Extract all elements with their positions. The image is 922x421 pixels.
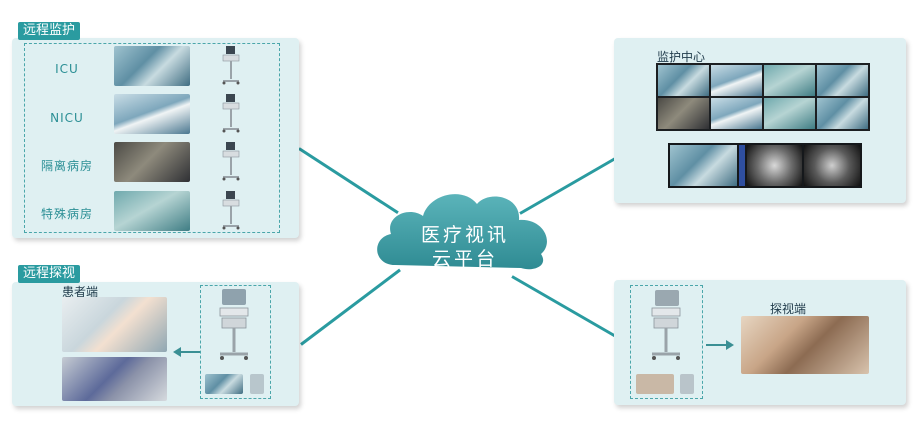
- isolation-ward-photo: [114, 142, 190, 182]
- patient-thumbnail: [205, 374, 243, 394]
- cart-screen-photo: [222, 289, 246, 305]
- cloud-title-line1: 医疗视讯: [420, 224, 509, 246]
- special-ward-photo: [114, 191, 190, 231]
- video-tile: [711, 98, 762, 129]
- scan-divider: [738, 145, 745, 186]
- scan-image: [804, 145, 860, 186]
- video-tile: [764, 65, 815, 96]
- arrow-head-left-icon: [173, 347, 181, 357]
- cart-icon: [222, 191, 240, 230]
- video-tile: [658, 98, 709, 129]
- patient-cart-frame: [200, 285, 271, 399]
- row-label-special-ward: 特殊病房: [40, 207, 93, 221]
- nicu-photo: [114, 94, 190, 134]
- cloud-title-line2: 云平台: [431, 248, 498, 270]
- connector-line-bottom-right: [511, 275, 617, 338]
- visitor-end-label: 探视端: [770, 302, 807, 316]
- cart-screen-photo: [655, 290, 679, 306]
- video-tile: [817, 65, 868, 96]
- connector-line-bottom-left: [300, 268, 401, 346]
- arrow-head-right-icon: [726, 340, 734, 350]
- arrow-line-right: [706, 344, 730, 346]
- patient-photo: [62, 297, 167, 352]
- video-tile: [764, 98, 815, 129]
- cart-icon: [222, 94, 240, 133]
- video-wall: [656, 63, 870, 131]
- cart-icon: [222, 142, 240, 181]
- cart-icon: [651, 307, 681, 360]
- row-label-icu: ICU: [55, 62, 79, 76]
- scan-video-tile: [670, 145, 737, 186]
- family-photo: [741, 316, 869, 374]
- icu-photo: [114, 46, 190, 86]
- video-tile: [817, 98, 868, 129]
- remote-monitoring-title: 远程监护: [18, 22, 81, 40]
- video-tile: [711, 65, 762, 96]
- row-label-nicu: NICU: [50, 111, 84, 125]
- visitor-thumbnail: [680, 374, 694, 394]
- row-label-isolation-ward: 隔离病房: [40, 159, 93, 173]
- video-tile: [658, 65, 709, 96]
- remote-monitoring-frame: [24, 43, 280, 233]
- remote-visit-title: 远程探视: [18, 265, 81, 283]
- tablet-photo: [62, 357, 167, 401]
- patient-thumbnail: [250, 374, 264, 394]
- scan-monitor: [668, 143, 862, 188]
- cart-icon: [222, 46, 240, 85]
- visitor-thumbnail: [636, 374, 674, 394]
- monitoring-center-title: 监护中心: [657, 50, 706, 64]
- visitor-cart-frame: [630, 285, 703, 399]
- scan-image: [746, 145, 803, 186]
- cloud-shape: [377, 194, 547, 270]
- arrow-line-left: [178, 351, 200, 353]
- patient-end-label: 患者端: [62, 285, 99, 299]
- cart-icon: [219, 307, 249, 360]
